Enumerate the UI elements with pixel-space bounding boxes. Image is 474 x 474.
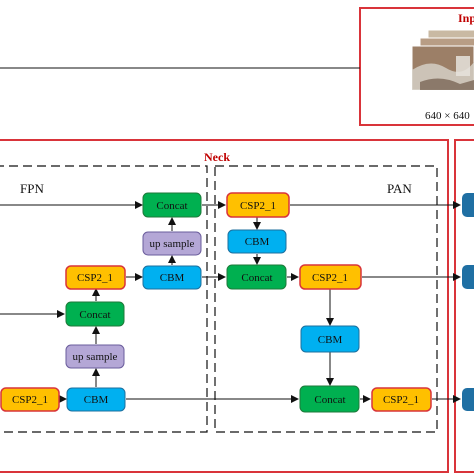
- head-frame: [454, 139, 474, 473]
- input-panel-title: Inp: [458, 11, 474, 25]
- node-fpn-upsample-high-label: up sample: [150, 238, 195, 250]
- node-pan-csp-mid: CSP2_1: [299, 264, 362, 290]
- node-fpn-cbm-mid: CBM: [142, 265, 202, 290]
- node-fpn-csp-bottom-label: CSP2_1: [12, 394, 48, 406]
- pan-label: PAN: [387, 181, 412, 196]
- node-pan-cbm-mid-label: CBM: [318, 334, 343, 346]
- node-pan-concat-bottom-label: Concat: [314, 394, 345, 406]
- node-fpn-cbm-bottom: CBM: [66, 387, 126, 412]
- neck-title: Neck: [204, 150, 230, 164]
- node-pan-concat-mid-label: Concat: [241, 272, 272, 284]
- node-pan-csp-bottom-label: CSP2_1: [383, 394, 419, 406]
- input-size-label: 640 × 640: [425, 110, 470, 122]
- head-output-bottom: [462, 388, 474, 411]
- node-pan-concat-bottom: Concat: [299, 385, 360, 413]
- node-pan-cbm-top: CBM: [227, 229, 287, 254]
- node-fpn-concat-low-label: Concat: [79, 309, 110, 321]
- fpn-label: FPN: [20, 181, 44, 196]
- node-fpn-concat-high: Concat: [142, 192, 202, 218]
- connections: [0, 201, 461, 403]
- node-fpn-upsample-low-label: up sample: [73, 351, 118, 363]
- node-pan-csp-top-label: CSP2_1: [240, 200, 276, 212]
- node-fpn-upsample-high: up sample: [142, 231, 202, 256]
- node-fpn-concat-low: Concat: [65, 301, 125, 327]
- input-image-stack: [411, 29, 474, 91]
- node-fpn-upsample-low: up sample: [65, 344, 125, 369]
- input-panel-frame: [359, 7, 474, 126]
- node-pan-concat-mid: Concat: [226, 264, 287, 290]
- node-pan-cbm-mid: CBM: [300, 325, 360, 353]
- head-output-mid: [462, 265, 474, 289]
- node-fpn-csp-bottom: CSP2_1: [0, 387, 60, 412]
- node-fpn-cbm-mid-label: CBM: [160, 272, 185, 284]
- pan-dashed-box: [214, 165, 438, 433]
- node-fpn-csp-mid-label: CSP2_1: [77, 272, 113, 284]
- node-pan-csp-top: CSP2_1: [226, 192, 290, 218]
- fpn-dashed-box: [0, 165, 208, 433]
- node-fpn-csp-mid: CSP2_1: [65, 265, 126, 290]
- node-pan-csp-mid-label: CSP2_1: [312, 272, 348, 284]
- node-fpn-concat-high-label: Concat: [156, 200, 187, 212]
- node-pan-cbm-top-label: CBM: [245, 236, 270, 248]
- neck-frame: [0, 139, 449, 473]
- node-pan-csp-bottom: CSP2_1: [371, 387, 432, 412]
- head-output-top: [462, 193, 474, 217]
- node-fpn-cbm-bottom-label: CBM: [84, 394, 109, 406]
